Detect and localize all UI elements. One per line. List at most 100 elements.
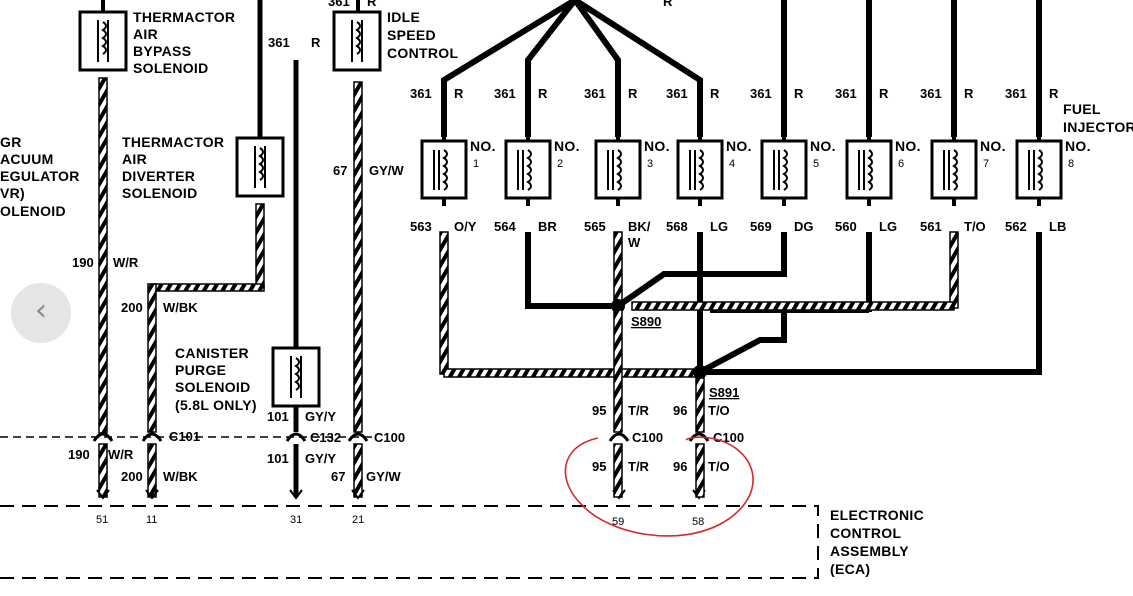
injector-6-signal-circuit: 560 [835,219,857,234]
connector-c132: C132 [310,430,341,445]
bypass-label-3: BYPASS [133,43,191,59]
purge-signal-circuit: 101 [267,409,289,424]
bank-a-lower-color: T/R [628,459,650,474]
canister-purge-solenoid: CANISTER PURGE SOLENOID (5.8L ONLY) [175,60,321,413]
injector-8-signal-circuit: 562 [1005,219,1027,234]
bypass-label-2: AIR [133,26,158,42]
diverter-label-4: SOLENOID [122,185,198,201]
lower-67-circuit: 67 [331,469,345,484]
diverter-signal-color: W/BK [163,300,198,315]
svg-text:VR): VR) [0,185,25,201]
top-partial-color: R [367,0,377,9]
isc-signal-color: GY/W [369,163,404,178]
highlight-circle [564,436,754,537]
injector-feed-lines [441,0,1042,137]
eca-label-1: ELECTRONIC [830,507,924,523]
injector-6-power-color: R [879,86,889,101]
eca-label-4: (ECA) [830,561,870,577]
svg-text:ACUUM: ACUUM [0,151,54,167]
injector-3-signal-color: BK/ [628,219,651,234]
splice-s891: S891 [709,385,739,400]
injector-6-no-label: NO. [895,138,921,154]
lower-101-circuit: 101 [267,451,289,466]
splice-s890: S890 [631,314,661,329]
isc-label-1: IDLE [387,9,420,25]
lower-200-color: W/BK [163,469,198,484]
isc-label-2: SPEED [387,27,436,43]
injector-4-power-circuit: 361 [666,86,688,101]
injector-1-power-circuit: 361 [410,86,432,101]
purge-signal-color: GY/Y [305,409,336,424]
bank-b-upper-color: T/O [708,403,730,418]
previous-image-button[interactable]: ‹ [11,283,71,343]
purge-label-4: (5.8L ONLY) [175,397,257,413]
connector-c100-left: C100 [374,430,405,445]
injector-8-power-color: R [1049,86,1059,101]
bank-b-upper-circuit: 96 [673,403,687,418]
isc-power-circuit: 361 [268,35,290,50]
injector-1-number: 1 [473,158,479,170]
injector-2-signal-color: BR [538,219,557,234]
eca-label-2: CONTROL [830,525,901,541]
injector-2-power-circuit: 361 [494,86,516,101]
injector-5-signal-circuit: 569 [750,219,772,234]
injector-4-number: 4 [729,158,735,170]
bank-a-upper-color: T/R [628,403,650,418]
pin-59: 59 [612,516,624,528]
isc-power-color: R [311,35,321,50]
isc-signal-circuit: 67 [333,163,347,178]
egr-signal-color: W/R [113,255,139,270]
diverter-label-1: THERMACTOR [122,134,224,150]
injector-8-signal-color: LB [1049,219,1066,234]
purge-label-3: SOLENOID [175,379,251,395]
eca-box [0,505,819,579]
lower-101-color: GY/Y [305,451,336,466]
diverter-label-2: AIR [122,151,147,167]
injector-5-power-circuit: 361 [750,86,772,101]
injector-2-signal-circuit: 564 [494,219,516,234]
injector-3-power-circuit: 361 [584,86,606,101]
connector-c100-a: C100 [632,430,663,445]
bypass-label-4: SOLENOID [133,60,209,76]
injector-4-no-label: NO. [726,138,752,154]
bank-a-lower-circuit: 95 [592,459,606,474]
fuel-label-1: FUEL [1063,101,1101,117]
injector-4-power-color: R [710,86,720,101]
injector-6-signal-color: LG [879,219,897,234]
injector-8-power-circuit: 361 [1005,86,1027,101]
injector-8-no-label: NO. [1065,138,1091,154]
injector-3-no-label: NO. [644,138,670,154]
idle-speed-control: IDLE SPEED CONTROL [332,0,458,72]
injector-4-signal-color: LG [710,219,728,234]
top-partial-circuit: 361 [328,0,350,9]
injector-7-number: 7 [983,158,989,170]
injector-1-no-label: NO. [470,138,496,154]
injector-6-power-circuit: 361 [835,86,857,101]
pin-21: 21 [352,514,364,526]
top-r-label: R [663,0,673,9]
injector-5-number: 5 [813,158,819,170]
injector-5-signal-color: DG [794,219,814,234]
injector-signal-wiring [439,231,1042,379]
injector-2-number: 2 [557,158,563,170]
injector-7-signal-circuit: 561 [920,219,942,234]
injector-7-no-label: NO. [980,138,1006,154]
lower-190-circuit: 190 [68,447,90,462]
purge-label-1: CANISTER [175,345,249,361]
lower-190-color: W/R [108,447,134,462]
connector-symbols [92,432,710,442]
bank-b-lower-color: T/O [708,459,730,474]
svg-text:GR: GR [0,134,22,150]
bypass-label-1: THERMACTOR [133,9,235,25]
lower-67-color: GY/W [366,469,401,484]
